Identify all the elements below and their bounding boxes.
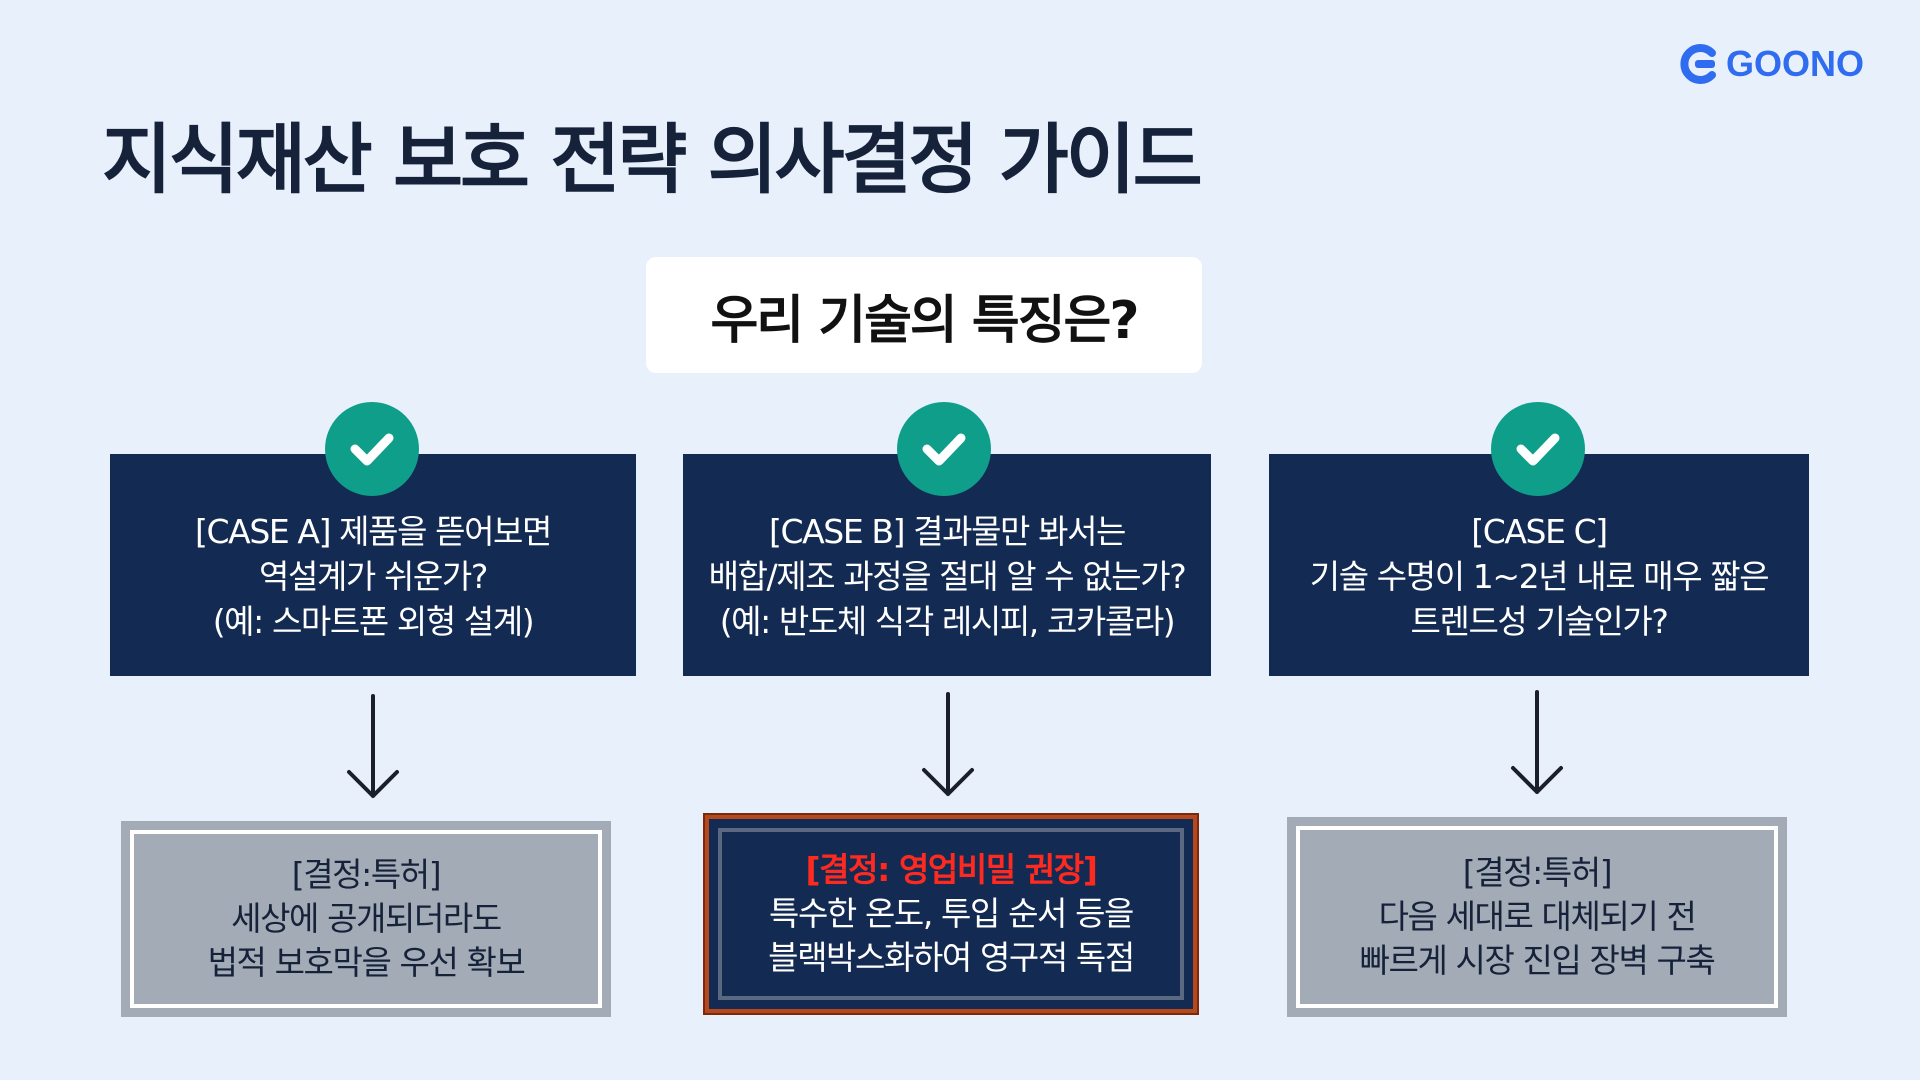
case-c-line-3: 트렌드성 기술인가?	[1410, 601, 1669, 641]
goono-logo: GOONO	[1676, 40, 1864, 88]
arrow-down-icon	[918, 690, 978, 802]
decision-c-line-3: 빠르게 시장 진입 장벽 구축	[1359, 941, 1716, 980]
question-box: 우리 기술의 특징은?	[646, 257, 1202, 373]
case-b-line-3: (예: 반도체 식각 레시피, 코카콜라)	[719, 601, 1176, 641]
decision-a-line-3: 법적 보호막을 우선 확보	[207, 943, 526, 982]
page-title: 지식재산 보호 전략 의사결정 가이드	[102, 115, 1203, 204]
case-a-line-3: (예: 스마트폰 외형 설계)	[212, 601, 535, 641]
check-icon	[1516, 433, 1560, 466]
case-b-check-icon	[897, 402, 991, 496]
decision-a-line-2: 세상에 공개되더라도	[231, 899, 502, 938]
decision-a-inner: [결정:특허] 세상에 공개되더라도 법적 보호막을 우선 확보	[130, 830, 602, 1008]
case-a-check-icon	[325, 402, 419, 496]
case-c-line-1: [CASE C]	[1471, 511, 1608, 551]
decision-c-line-2: 다음 세대로 대체되기 전	[1378, 897, 1697, 936]
decision-b-line-3: 블랙박스화하여 영구적 독점	[768, 938, 1135, 977]
question-text: 우리 기술의 특징은?	[710, 290, 1139, 351]
decision-b-inner: [결정: 영업비밀 권장] 특수한 온도, 투입 순서 등을 블랙박스화하여 영…	[718, 828, 1184, 1000]
case-a-line-2: 역설계가 쉬운가?	[259, 556, 488, 596]
logo-text: GOONO	[1725, 43, 1864, 84]
check-icon	[922, 433, 966, 466]
decision-c-line-1: [결정:특허]	[1462, 853, 1613, 892]
case-b-line-2: 배합/제조 과정을 절대 알 수 없는가?	[708, 556, 1187, 596]
decision-c-inner: [결정:특허] 다음 세대로 대체되기 전 빠르게 시장 진입 장벽 구축	[1296, 826, 1778, 1008]
goono-logo-icon	[1680, 44, 1716, 84]
decision-a-box: [결정:특허] 세상에 공개되더라도 법적 보호막을 우선 확보	[121, 821, 611, 1017]
case-c-line-2: 기술 수명이 1~2년 내로 매우 짧은	[1309, 556, 1770, 596]
decision-b-line-1: [결정: 영업비밀 권장]	[805, 850, 1097, 889]
decision-b-box: [결정: 영업비밀 권장] 특수한 온도, 투입 순서 등을 블랙박스화하여 영…	[703, 813, 1199, 1015]
case-c-check-icon	[1491, 402, 1585, 496]
arrow-down-icon	[1507, 688, 1567, 800]
decision-c-box: [결정:특허] 다음 세대로 대체되기 전 빠르게 시장 진입 장벽 구축	[1287, 817, 1787, 1017]
arrow-down-icon	[343, 692, 403, 804]
case-b-line-1: [CASE B] 결과물만 봐서는	[769, 511, 1126, 551]
decision-b-outer: [결정: 영업비밀 권장] 특수한 온도, 투입 순서 등을 블랙박스화하여 영…	[709, 819, 1193, 1009]
decision-a-line-1: [결정:특허]	[291, 855, 442, 894]
decision-b-line-2: 특수한 온도, 투입 순서 등을	[768, 894, 1134, 933]
case-a-line-1: [CASE A] 제품을 뜯어보면	[195, 511, 552, 551]
check-icon	[350, 433, 394, 466]
